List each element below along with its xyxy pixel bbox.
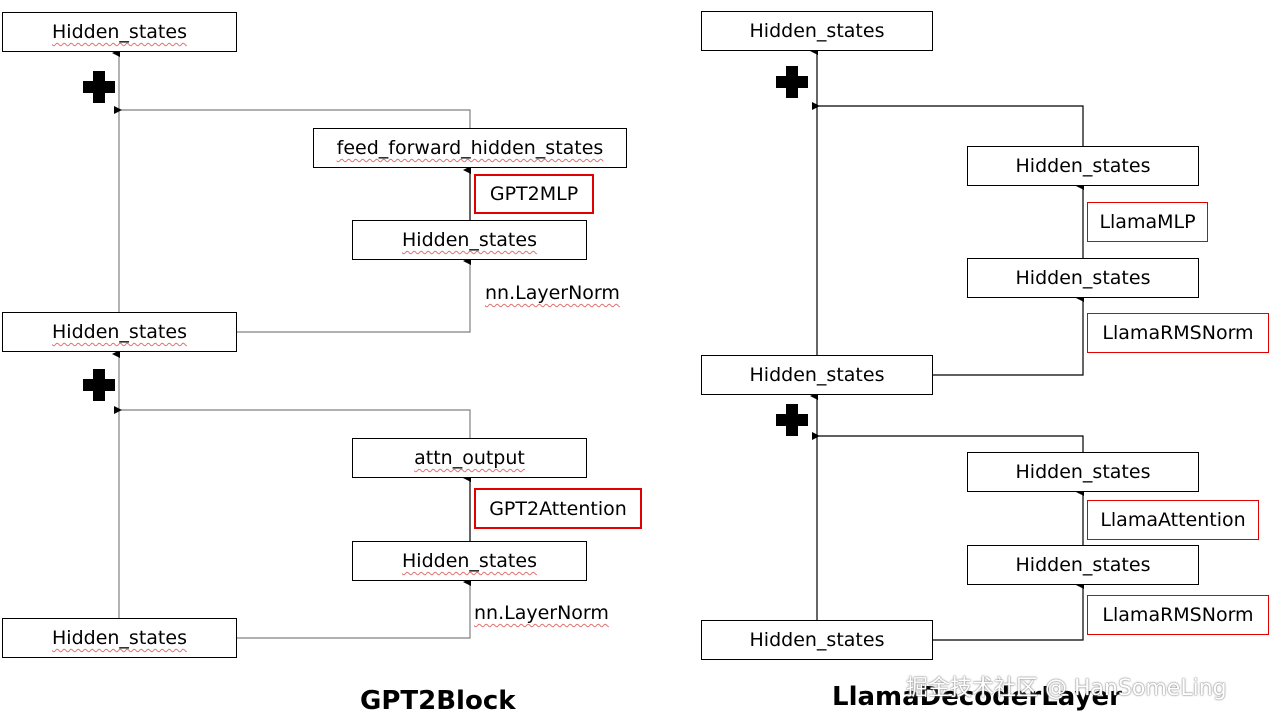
llama-mid-hidden-states-label: Hidden_states bbox=[749, 364, 885, 386]
gpt2-input-hidden-states-label: Hidden_states bbox=[52, 627, 187, 649]
gpt2-layernorm-upper-label: nn.LayerNorm bbox=[485, 282, 620, 304]
gpt2-mlp-residual bbox=[114, 106, 471, 129]
gpt2-attention-label: GPT2Attention bbox=[489, 497, 627, 520]
llama-normed-hidden-states-upper-label: Hidden_states bbox=[1015, 267, 1151, 289]
llama-attn-residual bbox=[812, 432, 1084, 452]
llama-input-hidden-states: Hidden_states bbox=[701, 620, 933, 660]
llama-attn-output-hidden-states-label: Hidden_states bbox=[1015, 461, 1151, 483]
llama-attention-module: LlamaAttention bbox=[1087, 500, 1259, 540]
llama-add-icon-lower bbox=[776, 404, 808, 436]
llama-input-hidden-states-label: Hidden_states bbox=[749, 629, 885, 651]
llama-rmsnorm-lower-label: LlamaRMSNorm bbox=[1102, 604, 1254, 626]
gpt2-mlp-label: GPT2MLP bbox=[489, 183, 579, 205]
llama-mlp-residual bbox=[812, 102, 1084, 146]
gpt2-add-icon-upper bbox=[83, 71, 115, 103]
watermark: 掘金技术社区 @ HanSomeLing bbox=[906, 676, 1227, 701]
gpt2-block-title: GPT2Block bbox=[360, 686, 516, 716]
llama-normed-hidden-states-lower: Hidden_states bbox=[967, 545, 1199, 585]
llama-output-hidden-states: Hidden_states bbox=[701, 11, 933, 51]
gpt2-mid-hidden-states-label: Hidden_states bbox=[52, 321, 187, 343]
gpt2-output-hidden-states: Hidden_states bbox=[2, 12, 237, 52]
llama-mlp-output-hidden-states: Hidden_states bbox=[967, 146, 1199, 186]
gpt2-attn-residual bbox=[114, 406, 471, 439]
gpt2-attn-output-label: attn_output bbox=[414, 447, 525, 469]
gpt2-layernorm-lower: nn.LayerNorm bbox=[474, 602, 609, 624]
llama-decoder-layer-title: LlamaDecoderLayer bbox=[832, 682, 1122, 712]
gpt2-output-hidden-states-label: Hidden_states bbox=[52, 21, 187, 43]
llama-mlp-label: LlamaMLP bbox=[1099, 211, 1196, 233]
llama-rmsnorm-upper-label: LlamaRMSNorm bbox=[1102, 322, 1254, 344]
llama-lower-branch-in bbox=[933, 581, 1084, 641]
llama-attention-label: LlamaAttention bbox=[1100, 509, 1246, 531]
gpt2-input-hidden-states: Hidden_states bbox=[2, 618, 237, 658]
gpt2-attn-output: attn_output bbox=[352, 438, 587, 478]
llama-mid-hidden-states: Hidden_states bbox=[701, 355, 933, 395]
gpt2-normed-hidden-states-lower-label: Hidden_states bbox=[402, 550, 537, 572]
llama-output-hidden-states-label: Hidden_states bbox=[749, 20, 885, 42]
gpt2-mid-hidden-states: Hidden_states bbox=[2, 312, 237, 352]
gpt2-mlp-module: GPT2MLP bbox=[474, 174, 594, 214]
gpt2-attention-module: GPT2Attention bbox=[474, 488, 642, 529]
llama-add-icon-upper bbox=[776, 66, 808, 98]
gpt2-upper-branch-in bbox=[236, 257, 471, 333]
gpt2-feed-forward-label: feed_forward_hidden_states bbox=[336, 137, 604, 159]
llama-rmsnorm-module-lower: LlamaRMSNorm bbox=[1087, 595, 1269, 635]
llama-attn-output-hidden-states: Hidden_states bbox=[967, 452, 1199, 492]
llama-mlp-output-hidden-states-label: Hidden_states bbox=[1015, 155, 1151, 177]
llama-normed-hidden-states-upper: Hidden_states bbox=[967, 258, 1199, 298]
llama-normed-hidden-states-lower-label: Hidden_states bbox=[1015, 554, 1151, 576]
llama-rmsnorm-module-upper: LlamaRMSNorm bbox=[1087, 313, 1269, 353]
gpt2-normed-hidden-states-upper-label: Hidden_states bbox=[402, 229, 537, 251]
gpt2-feed-forward-hidden-states: feed_forward_hidden_states bbox=[313, 128, 627, 168]
gpt2-normed-hidden-states-lower: Hidden_states bbox=[352, 541, 587, 581]
llama-upper-branch-in bbox=[933, 294, 1084, 376]
gpt2-add-icon-lower bbox=[83, 369, 115, 401]
gpt2-normed-hidden-states-upper: Hidden_states bbox=[352, 220, 587, 260]
gpt2-lower-branch-in bbox=[236, 578, 471, 639]
llama-mlp-module: LlamaMLP bbox=[1087, 202, 1208, 242]
gpt2-layernorm-lower-label: nn.LayerNorm bbox=[474, 602, 609, 624]
gpt2-layernorm-upper: nn.LayerNorm bbox=[485, 282, 620, 304]
